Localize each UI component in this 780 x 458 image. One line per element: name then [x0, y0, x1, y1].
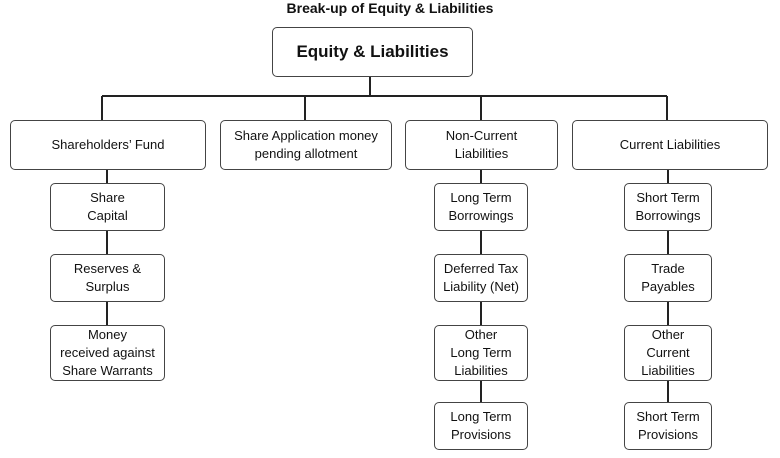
item-long-term-provisions: Long Term Provisions: [434, 402, 528, 450]
item-share-capital: Share Capital: [50, 183, 165, 231]
category-share-application-money: Share Application money pending allotmen…: [220, 120, 392, 170]
category-label: Non-Current Liabilities: [445, 128, 518, 161]
category-label: Share Application money pending allotmen…: [234, 128, 378, 161]
item-other-current-liabilities: Other Current Liabilities: [624, 325, 712, 381]
item-other-long-term-liabilities: Other Long Term Liabilities: [434, 325, 528, 381]
item-label: Other Long Term Liabilities: [450, 327, 512, 378]
item-short-term-borrowings: Short Term Borrowings: [624, 183, 712, 231]
category-label: Shareholders’ Fund: [51, 137, 165, 152]
item-label: Other Current Liabilities: [641, 327, 695, 378]
item-label: Reserves & Surplus: [73, 261, 142, 294]
item-label: Long Term Provisions: [450, 409, 512, 442]
item-deferred-tax-liability: Deferred Tax Liability (Net): [434, 254, 528, 302]
category-current-liabilities: Current Liabilities: [572, 120, 768, 170]
item-money-received-against-share-warrants: Money received against Share Warrants: [50, 325, 165, 381]
item-label: Short Term Provisions: [636, 409, 700, 442]
item-label: Money received against Share Warrants: [60, 327, 155, 378]
item-label: Share Capital: [87, 190, 128, 223]
diagram-title: Break-up of Equity & Liabilities: [286, 0, 494, 16]
item-label: Trade Payables: [641, 261, 695, 294]
item-label: Long Term Borrowings: [448, 190, 514, 223]
category-non-current-liabilities: Non-Current Liabilities: [405, 120, 558, 170]
category-label: Current Liabilities: [619, 137, 721, 152]
root-node-equity-liabilities: Equity & Liabilities: [272, 27, 473, 77]
category-shareholders-fund: Shareholders’ Fund: [10, 120, 206, 170]
root-label: Equity & Liabilities: [296, 42, 449, 61]
item-short-term-provisions: Short Term Provisions: [624, 402, 712, 450]
item-label: Short Term Borrowings: [635, 190, 701, 223]
item-reserves-surplus: Reserves & Surplus: [50, 254, 165, 302]
item-long-term-borrowings: Long Term Borrowings: [434, 183, 528, 231]
item-trade-payables: Trade Payables: [624, 254, 712, 302]
item-label: Deferred Tax Liability (Net): [443, 261, 519, 294]
